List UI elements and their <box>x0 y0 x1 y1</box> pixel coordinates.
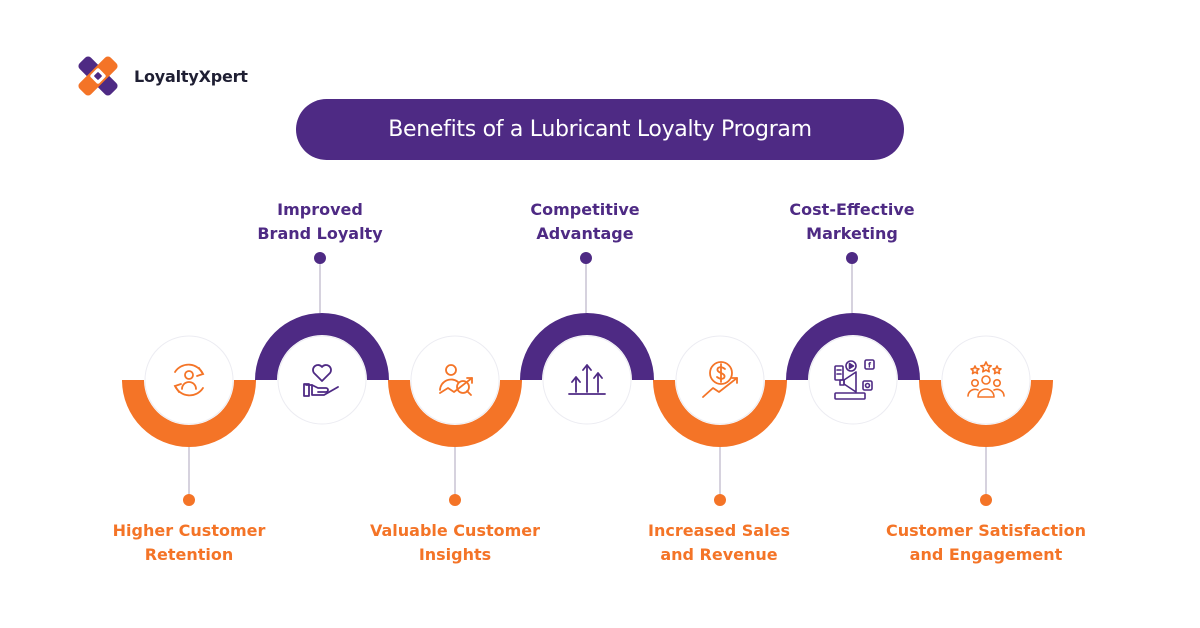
arc-bottom-7 <box>919 380 1053 447</box>
label-customer-satisfaction-engagement: Customer Satisfaction and Engagement <box>885 521 1086 564</box>
connector-dot-2 <box>314 252 326 264</box>
svg-text:f: f <box>868 362 872 370</box>
rated-customers-icon <box>967 361 1005 398</box>
label-cost-effective-marketing: Cost-Effective Marketing <box>789 200 915 243</box>
logo-hands-icon <box>78 56 118 96</box>
connector-dot-4 <box>580 252 592 264</box>
dollar-growth-icon <box>702 361 738 398</box>
icon-circles <box>144 335 1031 425</box>
connector-dot-6 <box>846 252 858 264</box>
heart-hand-icon <box>303 364 339 397</box>
timeline-arcs <box>122 313 1053 447</box>
page-title: Benefits of a Lubricant Loyalty Program <box>296 99 904 160</box>
arc-top-6 <box>786 313 920 380</box>
label-competitive-advantage: Competitive Advantage <box>530 200 640 243</box>
digital-marketing-icon: f <box>834 359 875 400</box>
connector-dot-3 <box>449 494 461 506</box>
label-increased-sales-revenue: Increased Sales and Revenue <box>648 521 790 564</box>
label-improved-brand-loyalty: Improved Brand Loyalty <box>257 200 383 243</box>
growth-arrows-icon <box>568 364 606 395</box>
arc-top-4 <box>520 313 654 380</box>
connector-dot-1 <box>183 494 195 506</box>
user-analytics-icon <box>439 364 473 396</box>
arc-bottom-5 <box>653 380 787 447</box>
connector-dot-5 <box>714 494 726 506</box>
connectors <box>183 252 992 506</box>
customer-retention-icon <box>173 363 205 397</box>
label-higher-customer-retention: Higher Customer Retention <box>112 521 266 564</box>
arc-bottom-1 <box>122 380 256 447</box>
arc-top-2 <box>255 313 389 380</box>
brand-logo: LoyaltyXpert <box>68 46 248 106</box>
connector-dot-7 <box>980 494 992 506</box>
label-valuable-customer-insights: Valuable Customer Insights <box>369 521 541 564</box>
brand-name: LoyaltyXpert <box>134 66 248 86</box>
arc-bottom-3 <box>388 380 522 447</box>
